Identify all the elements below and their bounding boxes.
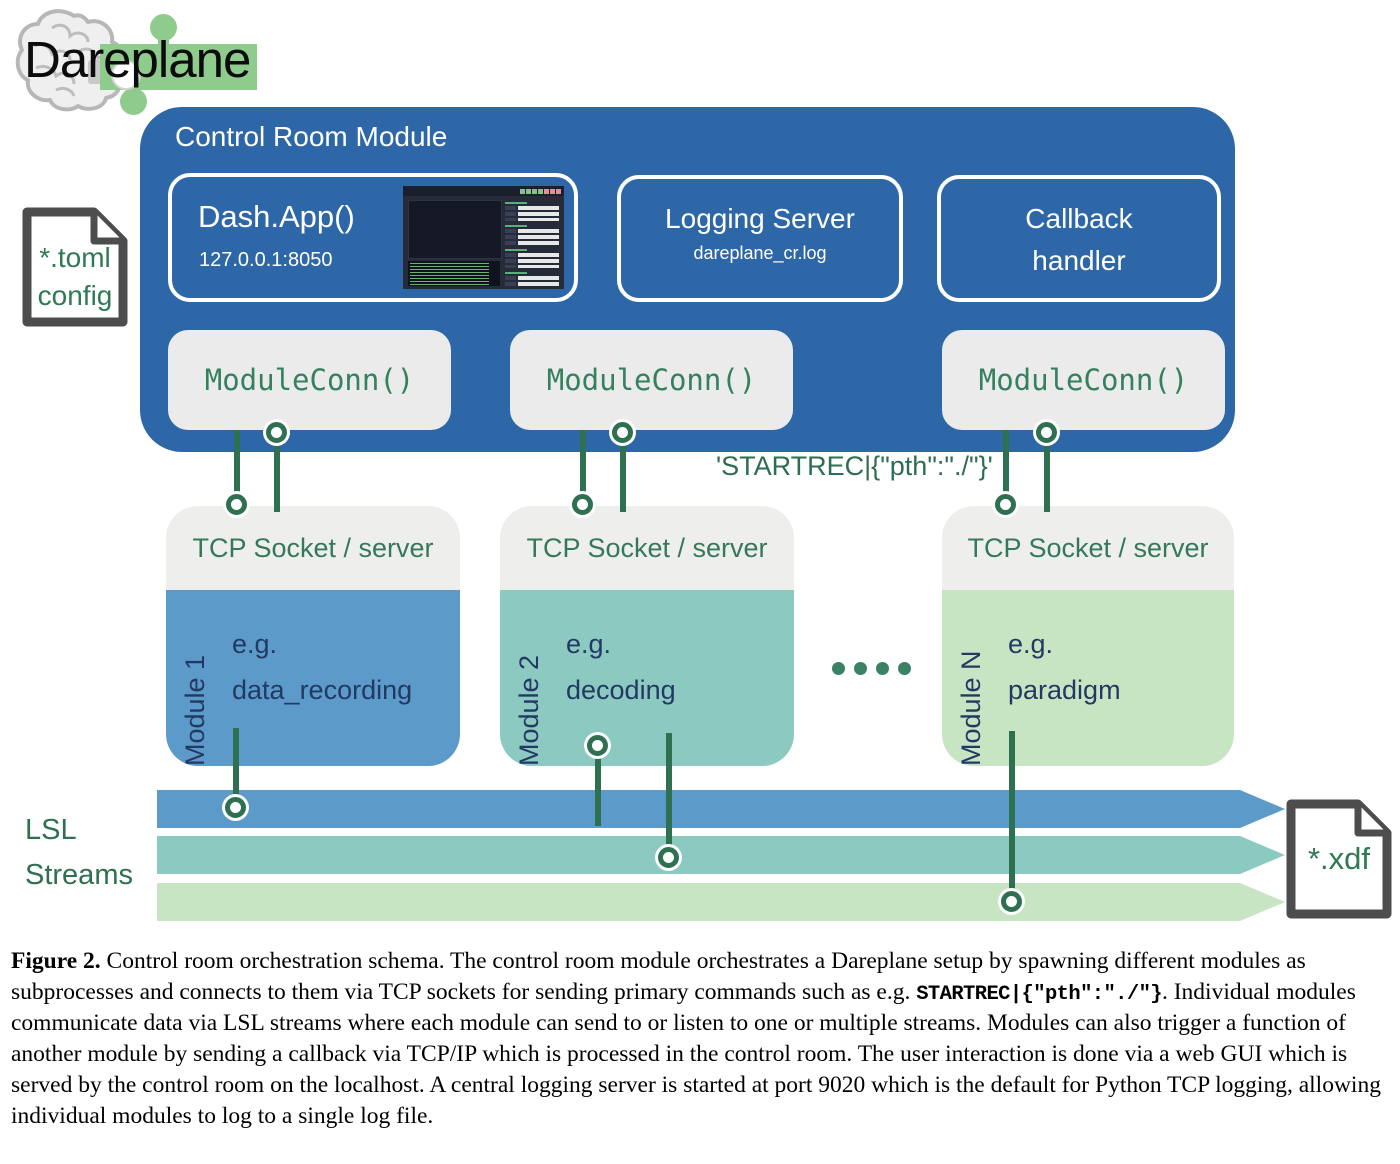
connector-line — [1003, 430, 1009, 495]
logo-wordmark: Dareplane — [24, 31, 251, 88]
document-icon — [1286, 799, 1392, 919]
brain-icon — [15, 9, 126, 112]
module-body: Module 2 e.g. decoding — [500, 590, 794, 766]
connector-pin — [1001, 891, 1022, 912]
logging-server-box: Logging Server dareplane_cr.log — [617, 175, 903, 302]
connector-line — [620, 443, 626, 512]
figure-caption: Figure 2. Control room orchestration sch… — [11, 946, 1391, 1132]
connector-line — [1009, 731, 1015, 892]
startrec-command-label: 'STARTREC|{"pth":"./"}' — [716, 451, 993, 481]
lsl-streams-label: LSL Streams — [25, 814, 133, 891]
connector-line — [233, 728, 239, 798]
module-example-prefix: e.g. — [566, 629, 612, 659]
callback-handler-title: Callback handler — [1025, 203, 1133, 276]
module-conn-box-2: ModuleConn() — [510, 330, 793, 430]
tcp-socket-header: TCP Socket / server — [166, 506, 460, 590]
connector-pin — [612, 422, 633, 443]
tcp-socket-header: TCP Socket / server — [942, 506, 1234, 590]
connector-pin — [1036, 422, 1057, 443]
module-example-prefix: e.g. — [232, 629, 278, 659]
lsl-stream-arrow-2 — [157, 836, 1285, 874]
logging-server-title: Logging Server — [665, 203, 855, 234]
connector-pin — [995, 494, 1016, 515]
module-conn-label: ModuleConn() — [546, 363, 757, 397]
connector-line — [1044, 443, 1050, 512]
module-conn-label: ModuleConn() — [978, 363, 1189, 397]
puzzle-notch — [111, 60, 141, 90]
connector-pin — [658, 847, 679, 868]
module-body: Module N e.g. paradigm — [942, 590, 1234, 766]
dash-gui-screenshot — [403, 186, 564, 289]
callback-handler-box: Callback handler — [937, 175, 1221, 302]
connector-pin — [572, 494, 593, 515]
module-conn-label: ModuleConn() — [204, 363, 415, 397]
module-name-vertical: Module 1 — [180, 654, 210, 766]
logging-server-filename: dareplane_cr.log — [693, 243, 827, 263]
module-example: decoding — [566, 674, 676, 705]
module-example-prefix: e.g. — [1008, 629, 1054, 659]
module-name-vertical: Module N — [956, 650, 986, 766]
ellipsis-dots — [832, 662, 911, 675]
dash-app-title: Dash.App() — [198, 199, 355, 234]
module-conn-box-3: ModuleConn() — [942, 330, 1225, 430]
connector-pin — [225, 797, 246, 818]
xdf-file-icon: *.xdf — [1284, 797, 1394, 921]
connector-pin — [266, 422, 287, 443]
screenshot-status-dots — [520, 189, 561, 194]
connector-line — [595, 756, 601, 826]
toml-label: *.toml config — [37, 242, 113, 311]
connector-line — [234, 430, 240, 495]
xdf-label: *.xdf — [1307, 841, 1371, 876]
tcp-socket-header: TCP Socket / server — [500, 506, 794, 590]
module-card-2: TCP Socket / server Module 2 e.g. decodi… — [500, 506, 794, 766]
caption-text-2: . Individual modules communicate data vi… — [11, 979, 1381, 1130]
screenshot-titlebar — [403, 186, 564, 196]
module-example: data_recording — [232, 674, 413, 705]
lsl-stream-arrow-3 — [157, 883, 1285, 921]
connector-line — [666, 733, 672, 848]
document-icon — [22, 207, 128, 327]
screenshot-terminal-panel — [408, 261, 500, 286]
connector-pin — [226, 494, 247, 515]
screenshot-main-panel — [408, 200, 502, 259]
connector-line — [274, 443, 280, 512]
screenshot-controls-column — [505, 200, 559, 286]
caption-text-1: Control room orchestration schema. The c… — [11, 948, 1306, 1006]
module-body: Module 1 e.g. data_recording — [166, 590, 460, 766]
toml-config-file-icon: *.toml config — [20, 205, 130, 329]
module-card-n: TCP Socket / server Module N e.g. paradi… — [942, 506, 1234, 766]
module-name-vertical: Module 2 — [514, 654, 544, 766]
module-conn-box-1: ModuleConn() — [168, 330, 451, 430]
caption-code: STARTREC|{"pth":"./"} — [916, 983, 1162, 1007]
dash-app-box: Dash.App() 127.0.0.1:8050 — [168, 173, 578, 302]
module-card-1: TCP Socket / server Module 1 e.g. data_r… — [166, 506, 460, 766]
module-example: paradigm — [1008, 674, 1121, 705]
figure-label: Figure 2. — [11, 948, 101, 974]
dash-app-address: 127.0.0.1:8050 — [199, 249, 333, 271]
dareplane-logo: Dareplane — [0, 0, 280, 130]
connector-pin — [587, 735, 608, 756]
control-room-title: Control Room Module — [175, 121, 448, 152]
connector-line — [580, 430, 586, 495]
lsl-stream-arrow-1 — [157, 790, 1285, 828]
